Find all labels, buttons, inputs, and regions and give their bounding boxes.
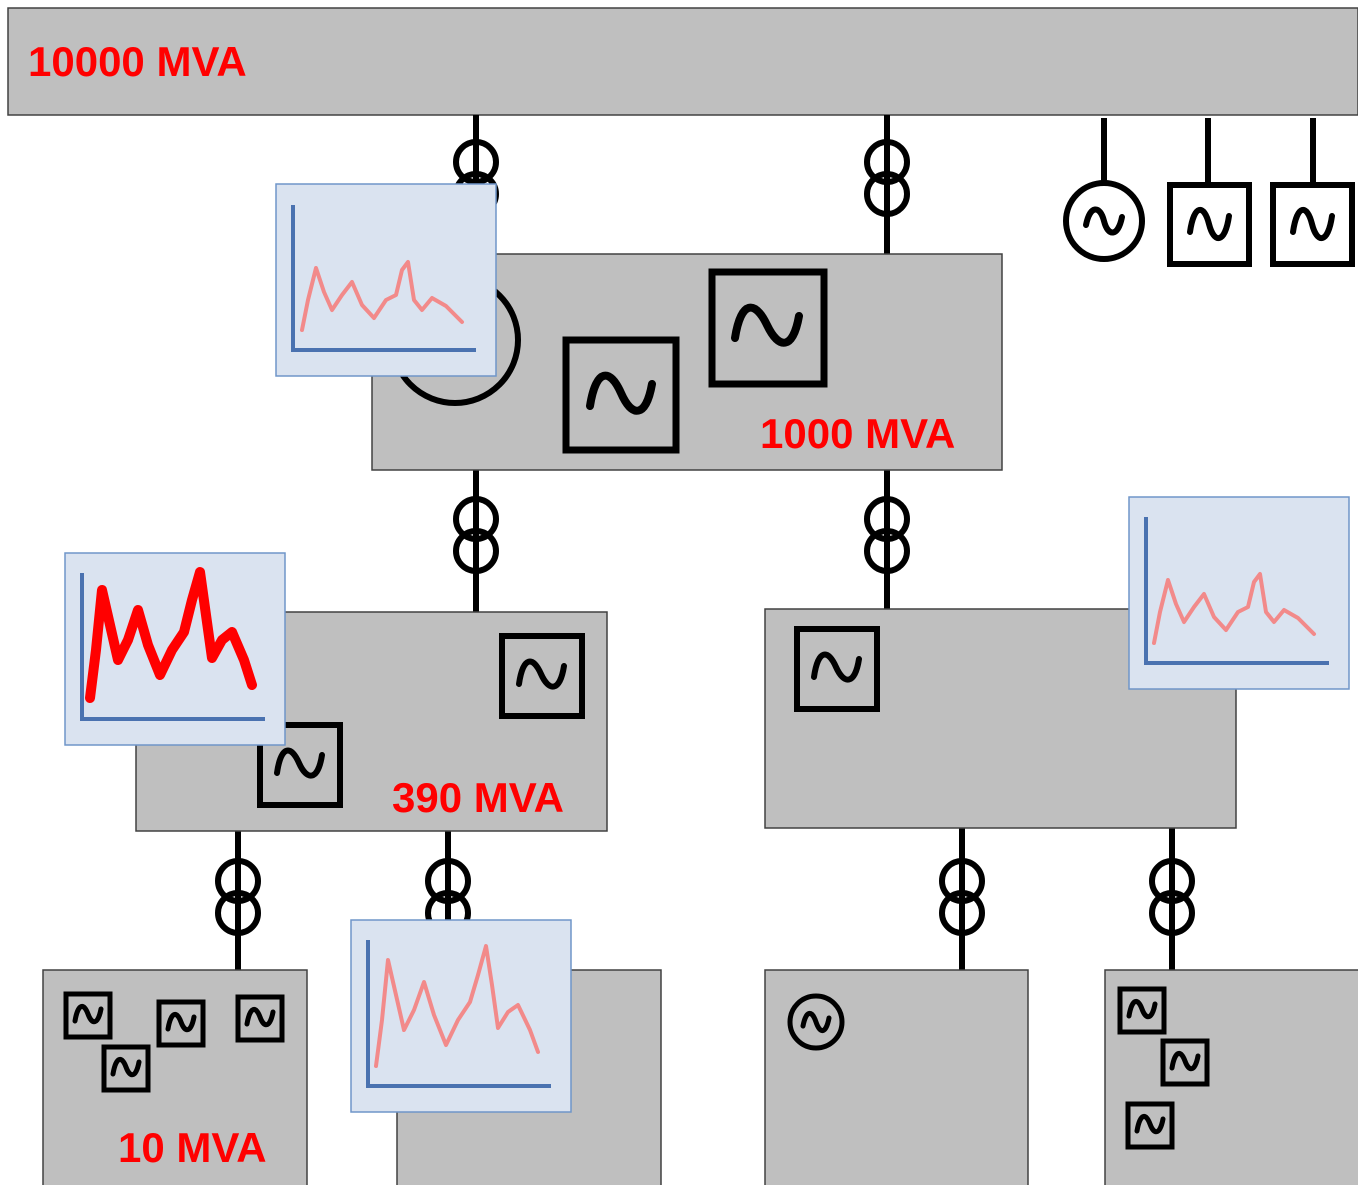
label-10-mva: 10 MVA: [118, 1124, 267, 1171]
label-390-mva: 390 MVA: [392, 774, 564, 821]
generator-square-icon: [562, 336, 680, 454]
load-profile-chart-icon: [64, 552, 286, 746]
generator-square-icon: [156, 999, 206, 1048]
generator-square-icon: [794, 626, 880, 712]
generator-square-icon: [1125, 1101, 1175, 1150]
generator-square-icon: [499, 633, 585, 719]
grid-area-level4-d: [1104, 969, 1358, 1185]
generator-square-icon: [1167, 182, 1252, 267]
small-generators-level4-d: [1117, 986, 1210, 1150]
generator-square-icon: [235, 994, 285, 1043]
load-profile-chart-icon: [1128, 496, 1350, 690]
generator-square-icon: [1160, 1038, 1210, 1087]
grid-area-level4-c: [764, 969, 1029, 1185]
grid-area-10-mva: [42, 969, 308, 1185]
load-profile-chart-icon: [275, 183, 497, 377]
generator-round-icon: [1063, 180, 1145, 262]
generator-round-icon: [787, 993, 845, 1051]
generator-square-icon: [257, 722, 343, 808]
label-1000-mva: 1000 MVA: [760, 410, 955, 457]
generator-square-icon: [101, 1044, 151, 1093]
small-generators-10-mva: [63, 991, 285, 1093]
load-profile-chart-icon: [350, 919, 572, 1113]
generator-square-icon: [1270, 182, 1355, 267]
generator-square-icon: [708, 268, 828, 388]
bus-10000-mva: [7, 7, 1358, 116]
generator-square-icon: [63, 991, 113, 1040]
label-10000-mva: 10000 MVA: [28, 38, 247, 85]
generator-square-icon: [1117, 986, 1167, 1035]
